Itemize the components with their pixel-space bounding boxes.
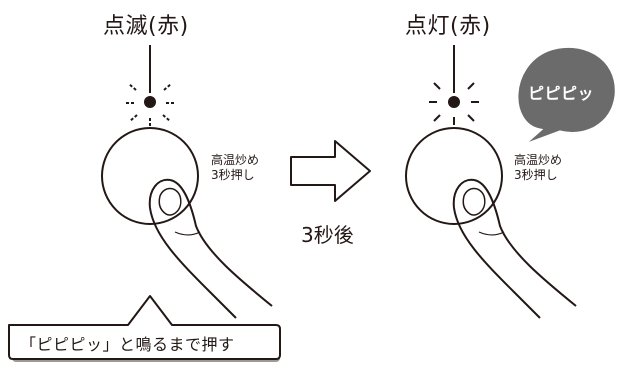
right-button-caption-line2: 3秒押し [514,168,558,182]
lit-led-icon [429,45,479,125]
left-button-caption: 高温炒め 3秒押し [211,153,259,183]
blinking-led-icon [124,45,176,127]
left-state-label: 点滅(赤) [103,14,189,39]
right-state-label: 点灯(赤) [405,14,491,39]
left-button-caption-line1: 高温炒め [211,153,260,167]
beep-bubble-text: ピピピッ [528,84,595,103]
right-button-caption-line1: 高温炒め [514,153,563,167]
left-button-caption-line2: 3秒押し [211,168,255,182]
beep-speech-bubble [515,44,618,148]
instruction-callout-text: 「ピピピッ」と鳴るまで押す [20,335,235,354]
after-time-label: 3秒後 [301,223,354,247]
finger-press-icon [452,178,577,319]
right-arrow-icon [290,140,371,202]
instruction-callout-box [8,295,281,362]
right-button-caption: 高温炒め 3秒押し [514,153,562,183]
finger-press-icon [148,178,273,319]
